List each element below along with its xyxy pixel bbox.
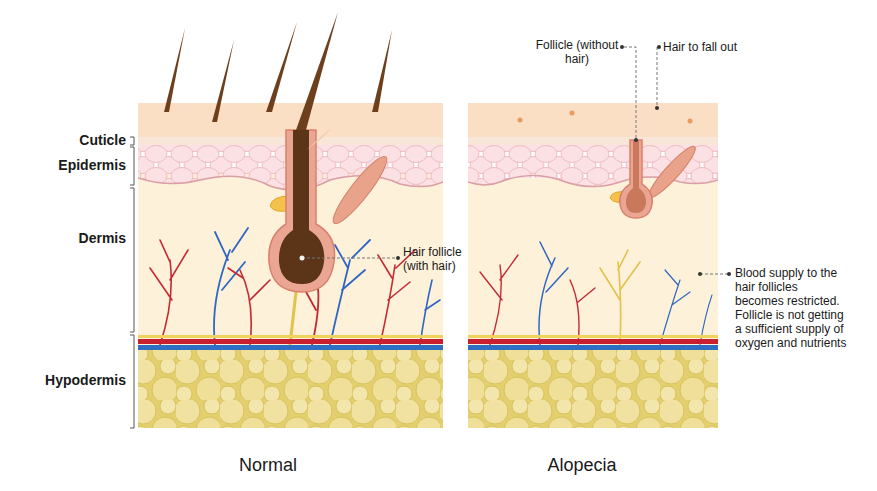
callout-label: Hair to fall out <box>663 40 773 54</box>
layer-bracket <box>130 137 134 428</box>
layer-label: Epidermis <box>20 157 126 174</box>
callout-label: Hair follicle (with hair) <box>403 245 489 274</box>
panel-caption: Normal <box>168 455 368 477</box>
normal-skin <box>138 103 443 428</box>
callout-label: Follicle (without hair) <box>534 38 620 67</box>
layer-label: Cuticle <box>20 132 126 149</box>
layer-label: Dermis <box>20 230 126 247</box>
panel-caption: Alopecia <box>482 455 682 477</box>
leader-dot <box>300 45 732 276</box>
hair <box>164 12 392 130</box>
layer-label: Hypodermis <box>20 372 126 389</box>
callout-label: Blood supply to the hair follicles becom… <box>735 266 847 350</box>
leader-line <box>302 47 729 274</box>
alopecia-skin <box>468 103 718 428</box>
